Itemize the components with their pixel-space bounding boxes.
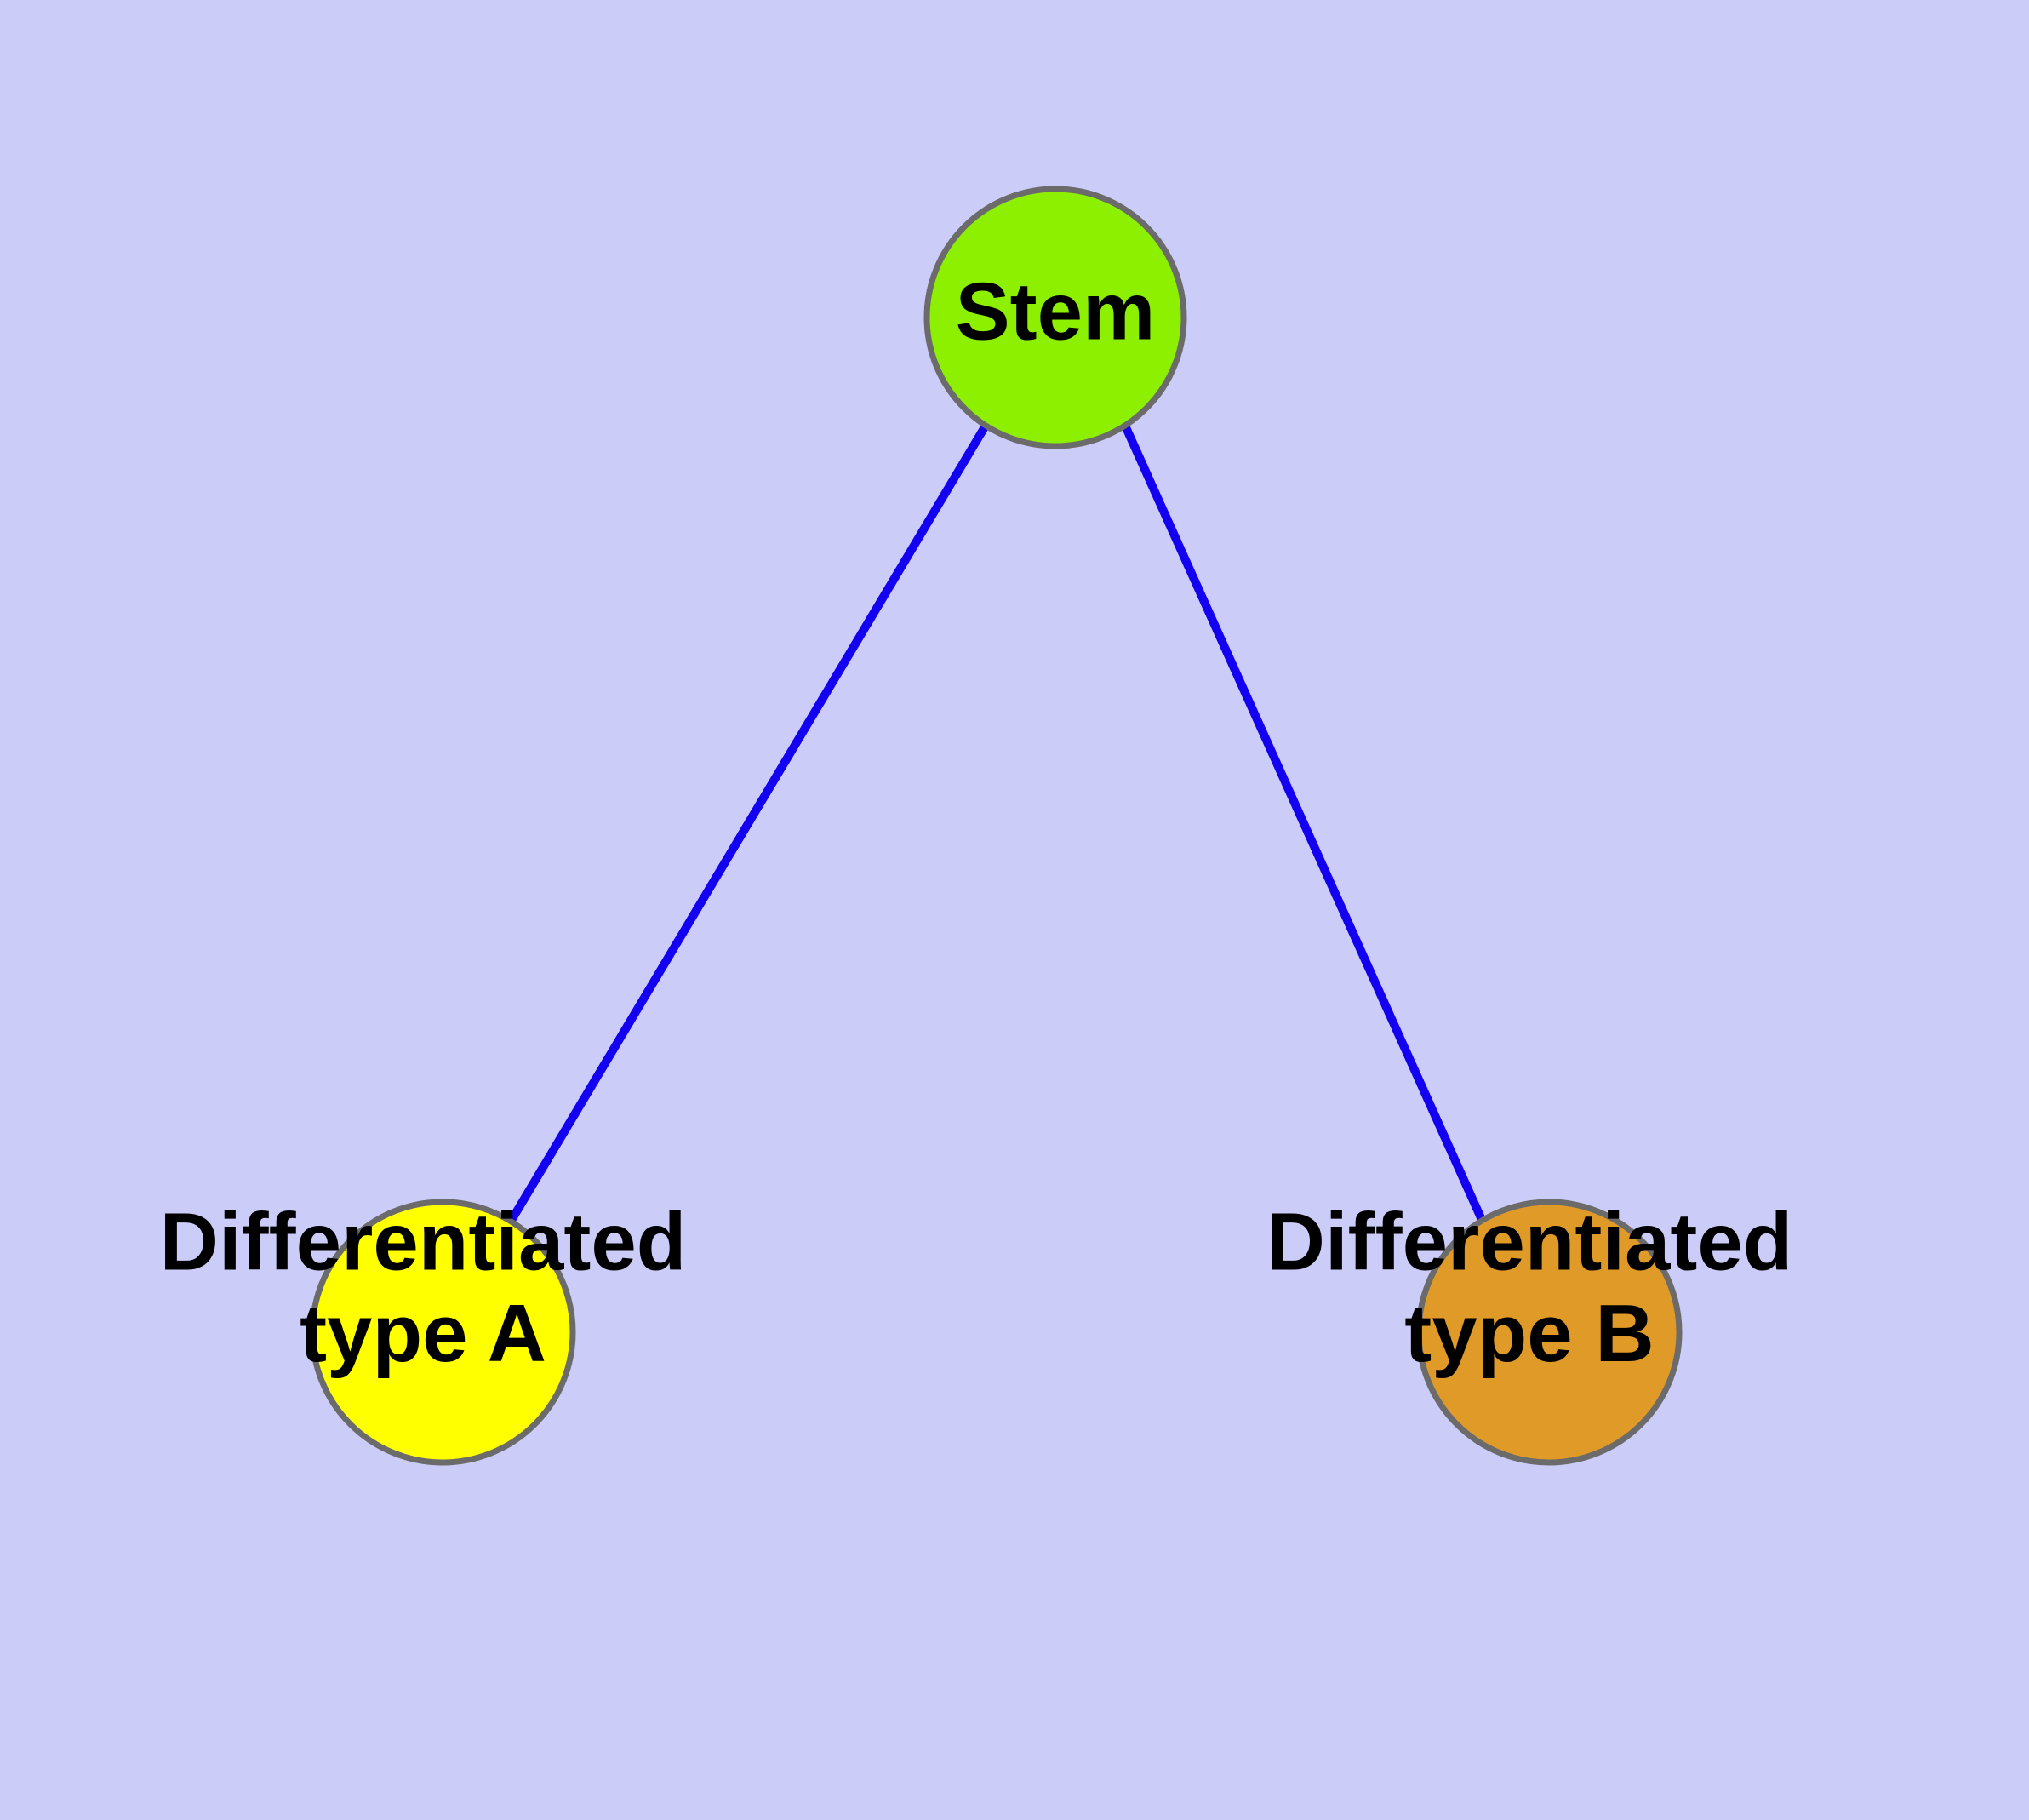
node-label-stem-line-0: Stem: [956, 266, 1156, 357]
node-circle-diff_a[interactable]: [309, 1199, 576, 1466]
node-circle-stem[interactable]: [923, 186, 1187, 449]
node-stem[interactable]: Stem: [923, 186, 1187, 449]
edge-stem-to-diff-b[interactable]: [1121, 423, 1487, 1224]
node-circle-diff_b[interactable]: [1415, 1199, 1683, 1466]
node-label-diff_b-line-1: type B: [1404, 1288, 1654, 1379]
node-label-diff_a-line-1: type A: [300, 1288, 546, 1379]
edges-layer: [506, 423, 1487, 1224]
node-label-diff_a-line-0: Differentiated: [160, 1197, 687, 1288]
node-label-diff_b-line-0: Differentiated: [1266, 1197, 1793, 1288]
edge-stem-to-diff-a[interactable]: [506, 423, 990, 1224]
